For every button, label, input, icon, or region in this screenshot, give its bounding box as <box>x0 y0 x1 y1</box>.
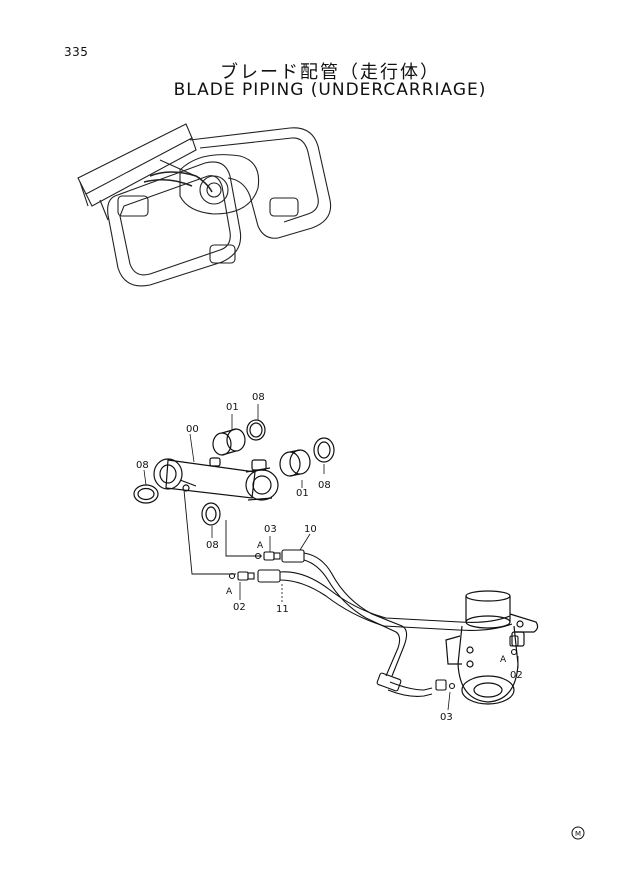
undercarriage-sketch <box>77 123 332 287</box>
elbow-fitting-lower <box>228 571 255 581</box>
label-elbow-joint-right: 02 <box>510 670 523 681</box>
detail-marker-upper: A <box>257 541 264 551</box>
label-seal-bottom: 08 <box>206 540 219 551</box>
blade-cylinder <box>153 457 279 501</box>
bushing-right <box>279 449 311 477</box>
corner-mark-letter: M <box>575 830 581 838</box>
corner-mark: M <box>571 826 585 840</box>
hose-lower <box>257 569 513 697</box>
label-hose-lower: 11 <box>276 604 289 615</box>
label-bushing-right: 01 <box>296 488 309 499</box>
bushing-top <box>212 428 246 456</box>
detail-marker-lower: A <box>226 587 233 597</box>
elbow-fitting-joint-right <box>509 635 519 656</box>
hose-upper <box>281 549 408 692</box>
elbow-fitting-upper <box>254 551 281 561</box>
seal-bottom <box>201 502 221 526</box>
elbow-fitting-joint-bottom <box>435 679 456 691</box>
center-joint <box>445 590 539 705</box>
seal-right <box>313 437 335 463</box>
seal-top <box>246 419 266 441</box>
title-english: BLADE PIPING (UNDERCARRIAGE) <box>173 80 487 100</box>
label-seal-top: 08 <box>252 392 265 403</box>
detail-marker-joint: A <box>500 655 507 665</box>
leader-lines <box>183 489 262 575</box>
title-japanese: ブレード配管（走行体） <box>220 62 440 83</box>
reference-leaders <box>143 404 519 711</box>
label-elbow-upper: 03 <box>264 524 277 535</box>
label-elbow-joint-bottom: 03 <box>440 712 453 723</box>
page-number: 335 <box>64 45 89 59</box>
label-bushing-top: 01 <box>226 402 239 413</box>
label-elbow-lower: 02 <box>233 602 246 613</box>
label-hose-upper: 10 <box>304 524 317 535</box>
seal-left <box>133 484 159 504</box>
label-cylinder: 00 <box>186 424 199 435</box>
label-seal-right: 08 <box>318 480 331 491</box>
label-seal-left: 08 <box>136 460 149 471</box>
